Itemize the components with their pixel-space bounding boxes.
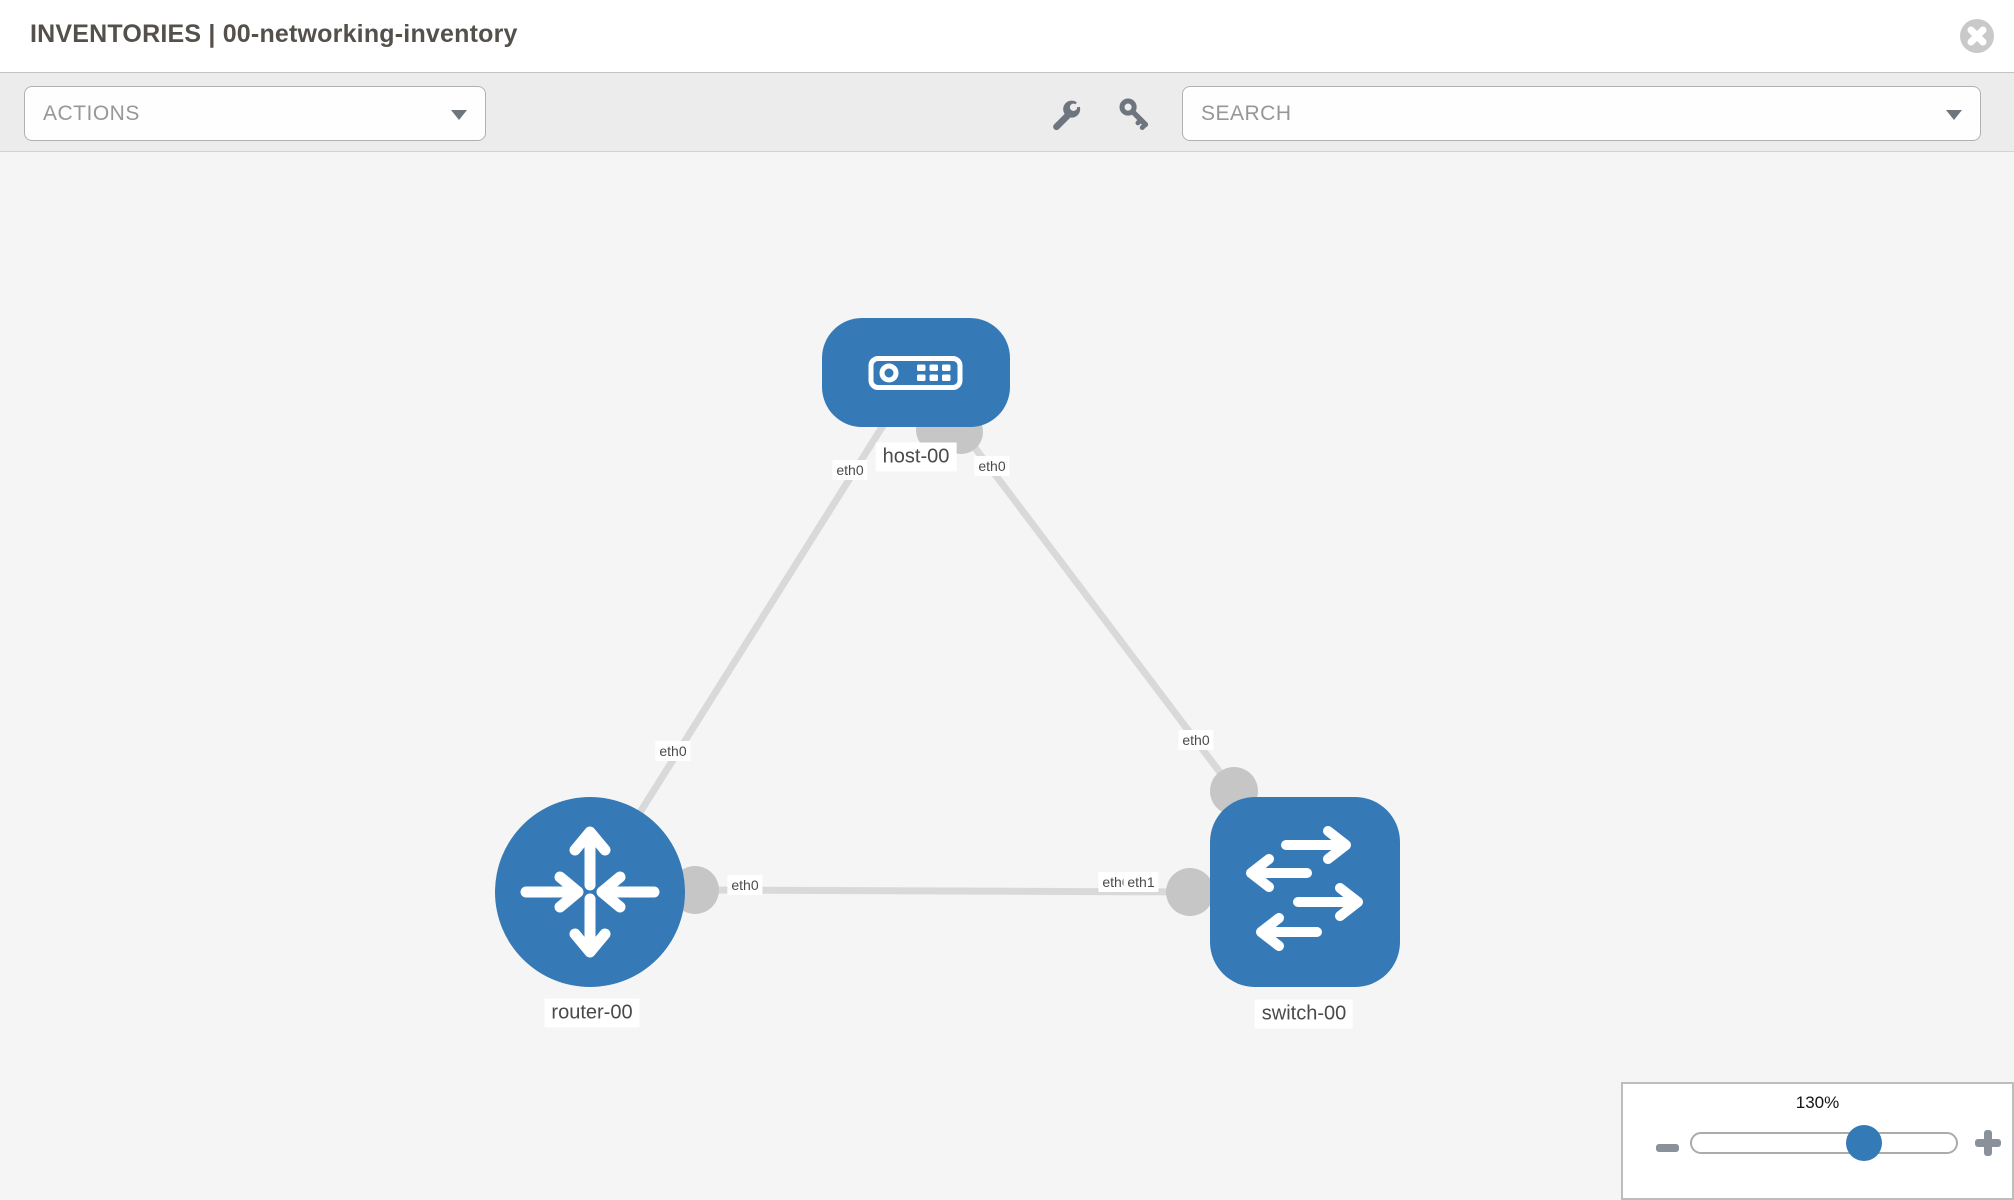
actions-dropdown[interactable]: ACTIONS <box>24 86 486 141</box>
zoom-panel: 130% <box>1621 1082 2014 1200</box>
interface-label: eth0 <box>1178 730 1214 750</box>
search-dropdown-label: SEARCH <box>1201 101 1292 125</box>
tools-button[interactable] <box>1043 97 1087 131</box>
node-host-00[interactable] <box>822 318 1010 427</box>
interface-label: eth0 <box>655 741 691 761</box>
router-icon <box>520 826 660 958</box>
zoom-slider-track[interactable] <box>1690 1125 1958 1161</box>
switch-icon <box>1246 826 1363 951</box>
minus-icon <box>1655 1143 1679 1152</box>
interface-label: eth0 <box>832 460 868 480</box>
page-title: INVENTORIES | 00-networking-inventory <box>30 20 518 48</box>
zoom-percent: 130% <box>1795 1093 1840 1112</box>
interface-label: eth1 <box>1123 872 1159 892</box>
interface-label: eth0 <box>974 456 1010 476</box>
topology-canvas[interactable]: eth0 eth0 eth0 eth0 eth0 eth1 eth0 host-… <box>0 152 2014 1200</box>
server-icon <box>868 356 963 390</box>
node-label-host: host-00 <box>875 442 957 472</box>
topology-graph <box>495 318 1400 987</box>
chevron-down-icon <box>1946 109 1962 120</box>
link-endpoint <box>1166 868 1214 916</box>
close-button[interactable] <box>1960 19 1994 53</box>
node-label-router: router-00 <box>544 998 640 1028</box>
node-router-00[interactable] <box>495 797 685 987</box>
interface-label: eth0 <box>727 875 763 895</box>
node-label-switch: switch-00 <box>1254 999 1354 1029</box>
zoom-in-button[interactable] <box>1973 1128 2003 1158</box>
actions-dropdown-label: ACTIONS <box>43 101 140 125</box>
zoom-out-button[interactable] <box>1649 1130 1685 1156</box>
toolbar: ACTIONS SEARCH <box>0 72 2014 152</box>
close-icon <box>1960 19 1994 53</box>
key-button[interactable] <box>1113 97 1157 131</box>
wrench-icon <box>1053 98 1082 131</box>
header: INVENTORIES | 00-networking-inventory <box>0 0 2014 72</box>
search-dropdown[interactable]: SEARCH <box>1182 86 1981 141</box>
chevron-down-icon <box>451 109 467 120</box>
zoom-slider-thumb[interactable] <box>1846 1125 1882 1161</box>
node-switch-00[interactable] <box>1210 797 1400 987</box>
plus-icon <box>1973 1128 2003 1158</box>
key-icon <box>1119 98 1149 130</box>
